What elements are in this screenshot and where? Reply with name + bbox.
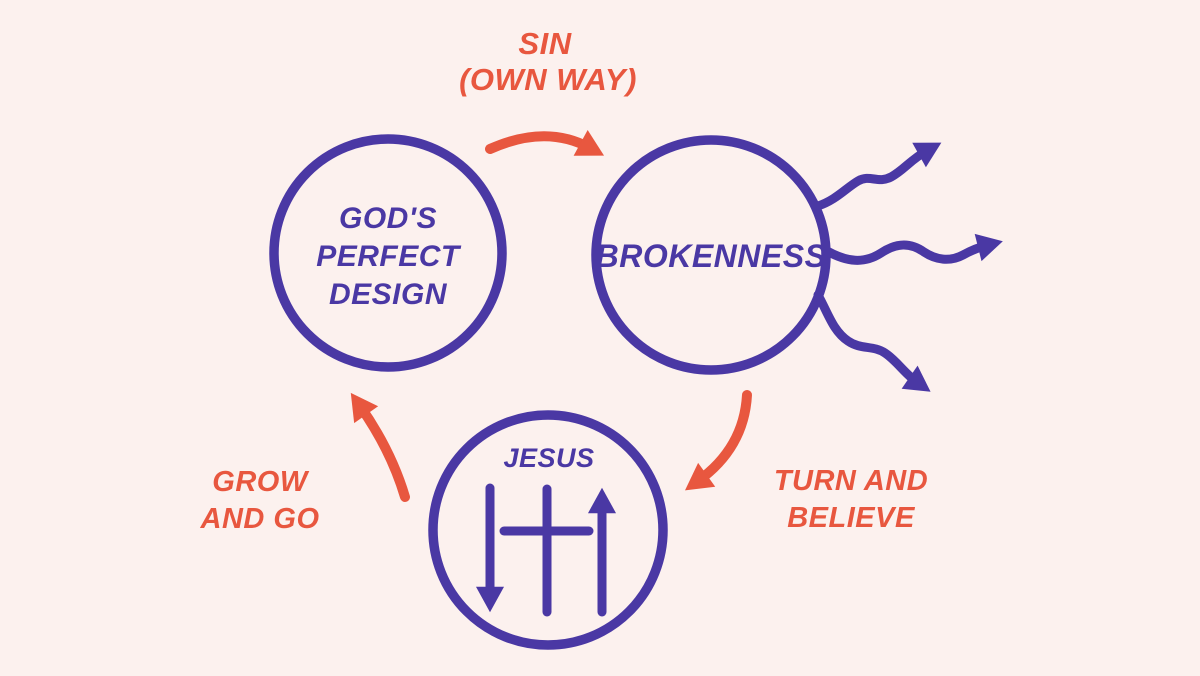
turn-label-line1: TURN AND: [774, 465, 928, 497]
brokenness-label: BROKENNESS: [596, 238, 827, 274]
jesus-symbol-icon: [475, 483, 617, 617]
design-label-line1: GOD'S: [339, 202, 437, 235]
design-label-line2: PERFECT: [316, 240, 462, 273]
sin-label: SIN (OWN WAY): [459, 26, 637, 97]
design-circle-label: GOD'S PERFECT DESIGN: [316, 202, 462, 311]
turn-arrow-icon: [685, 390, 752, 491]
design-label-line3: DESIGN: [329, 278, 448, 311]
grow-label: GROW AND GO: [200, 466, 320, 535]
jesus-circle: [428, 410, 668, 650]
design-circle: [269, 134, 507, 372]
sin-arrow-icon: [485, 130, 605, 156]
grow-label-line1: GROW: [212, 466, 310, 498]
grow-arrow-icon: [350, 392, 410, 502]
grow-label-line2: AND GO: [200, 503, 320, 535]
turn-label-line2: BELIEVE: [787, 502, 916, 534]
wavy-arrow-down-icon: [813, 290, 931, 392]
brokenness-scatter-arrows: [813, 142, 1003, 392]
wavy-arrow-up-icon: [813, 142, 942, 211]
turn-label: TURN AND BELIEVE: [774, 465, 928, 534]
sin-label-line2: (OWN WAY): [459, 62, 637, 97]
jesus-label: JESUS: [503, 443, 594, 473]
sin-label-line1: SIN: [518, 26, 571, 61]
wavy-arrow-middle-icon: [822, 233, 1003, 265]
